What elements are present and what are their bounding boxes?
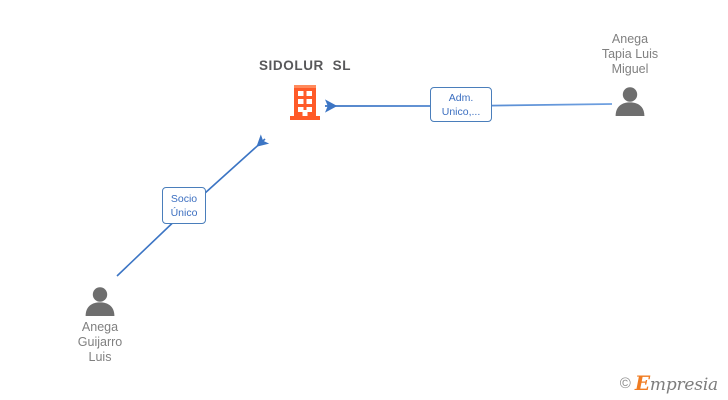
relation-label-socio-unico[interactable]: Socio Único bbox=[162, 187, 206, 224]
building-icon-wrapper bbox=[222, 81, 388, 121]
copyright-icon: © bbox=[619, 375, 631, 392]
person-node-bottom-left[interactable]: Anega Guijarro Luis bbox=[40, 282, 160, 365]
brand-logo-text: Empresia bbox=[635, 373, 718, 394]
company-title: SIDOLUR SL bbox=[258, 58, 352, 73]
relation-label-adm-unico[interactable]: Adm. Unico,... bbox=[430, 87, 492, 122]
person-node-top-right[interactable]: Anega Tapia Luis Miguel bbox=[570, 32, 690, 116]
brand-rest: mpresia bbox=[649, 375, 718, 395]
person-name: Anega Guijarro Luis bbox=[77, 320, 123, 364]
person-icon bbox=[85, 287, 115, 316]
building-icon bbox=[290, 85, 320, 120]
brand-initial: E bbox=[634, 371, 650, 395]
person-name: Anega Tapia Luis Miguel bbox=[601, 32, 659, 76]
person-icon-wrapper bbox=[570, 82, 690, 116]
watermark-empresia: © Empresia bbox=[620, 373, 718, 394]
person-icon bbox=[615, 87, 645, 116]
company-node[interactable]: SIDOLUR SL bbox=[222, 58, 388, 121]
person-icon-wrapper bbox=[40, 282, 160, 316]
